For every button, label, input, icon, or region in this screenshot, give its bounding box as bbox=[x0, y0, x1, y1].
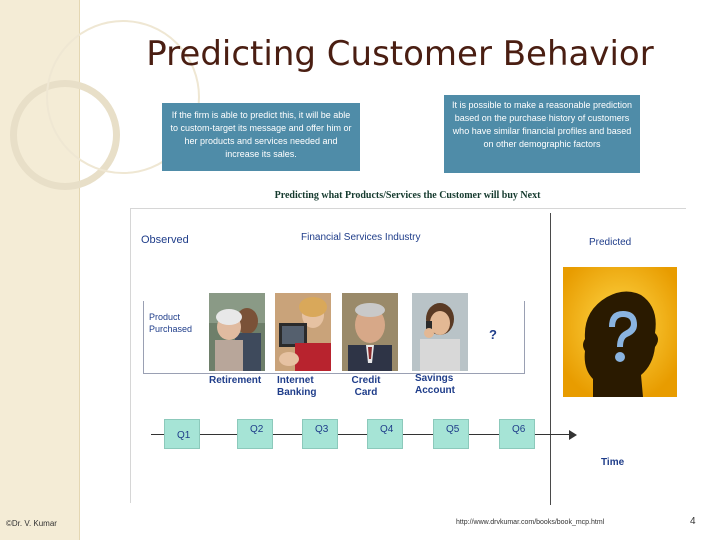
observed-bracket bbox=[143, 301, 525, 374]
quarter-q5: Q5 bbox=[433, 419, 469, 449]
internet-banking-photo bbox=[275, 293, 331, 371]
caption-retirement-line-1: Retirement bbox=[209, 375, 262, 386]
caption-credit-card: Credit Card bbox=[343, 375, 389, 399]
figure-title: Predicting what Products/Services the Cu… bbox=[274, 190, 541, 201]
caption-savings-account-line-2: Account bbox=[415, 385, 455, 396]
caption-internet-banking-line-2: Banking bbox=[277, 387, 317, 398]
caption-internet-banking: Internet Banking bbox=[277, 375, 329, 399]
credit-card-photo bbox=[342, 293, 398, 371]
quarter-q4: Q4 bbox=[367, 419, 403, 449]
unknown-next-product: ? bbox=[489, 327, 497, 342]
caption-internet-banking-line-1: Internet bbox=[277, 375, 314, 386]
quarter-q1: Q1 bbox=[164, 419, 200, 449]
quarter-q3: Q3 bbox=[302, 419, 338, 449]
caption-retirement: Retirement bbox=[209, 375, 269, 387]
prediction-figure: Observed Financial Services Industry Pre… bbox=[130, 208, 686, 505]
observed-predicted-divider bbox=[550, 213, 551, 505]
sidebar-edge bbox=[79, 0, 80, 540]
industry-label: Financial Services Industry bbox=[301, 232, 421, 243]
retirement-photo bbox=[209, 293, 265, 371]
time-label: Time bbox=[601, 457, 625, 468]
predicted-label: Predicted bbox=[589, 237, 632, 248]
product-purchased-line-2: Purchased bbox=[149, 324, 193, 334]
savings-account-photo bbox=[412, 293, 468, 371]
slide-title: Predicting Customer Behavior bbox=[146, 34, 654, 74]
source-url[interactable]: http://www.drvkumar.com/books/book_mcp.h… bbox=[456, 519, 605, 526]
callout-custom-target: If the firm is able to predict this, it … bbox=[162, 103, 360, 171]
copyright-footer: ©Dr. V. Kumar bbox=[6, 519, 57, 528]
page-number: 4 bbox=[690, 516, 696, 527]
timeline-arrow-icon bbox=[569, 430, 577, 440]
timeline-axis bbox=[151, 434, 571, 435]
observed-label: Observed bbox=[141, 234, 189, 246]
caption-savings-account-line-1: Savings bbox=[415, 373, 454, 384]
caption-credit-card-line-2: Card bbox=[354, 387, 378, 398]
quarter-q6: Q6 bbox=[499, 419, 535, 449]
caption-savings-account: Savings Account bbox=[415, 373, 465, 397]
quarter-q2: Q2 bbox=[237, 419, 273, 449]
caption-credit-card-line-1: Credit bbox=[351, 375, 381, 386]
callout-prediction-basis: It is possible to make a reasonable pred… bbox=[444, 95, 640, 173]
product-purchased-label: Product Purchased bbox=[149, 311, 192, 335]
decorative-ring-large bbox=[46, 20, 200, 174]
product-purchased-line-1: Product bbox=[149, 312, 181, 322]
predicted-customer-silhouette bbox=[563, 267, 677, 397]
